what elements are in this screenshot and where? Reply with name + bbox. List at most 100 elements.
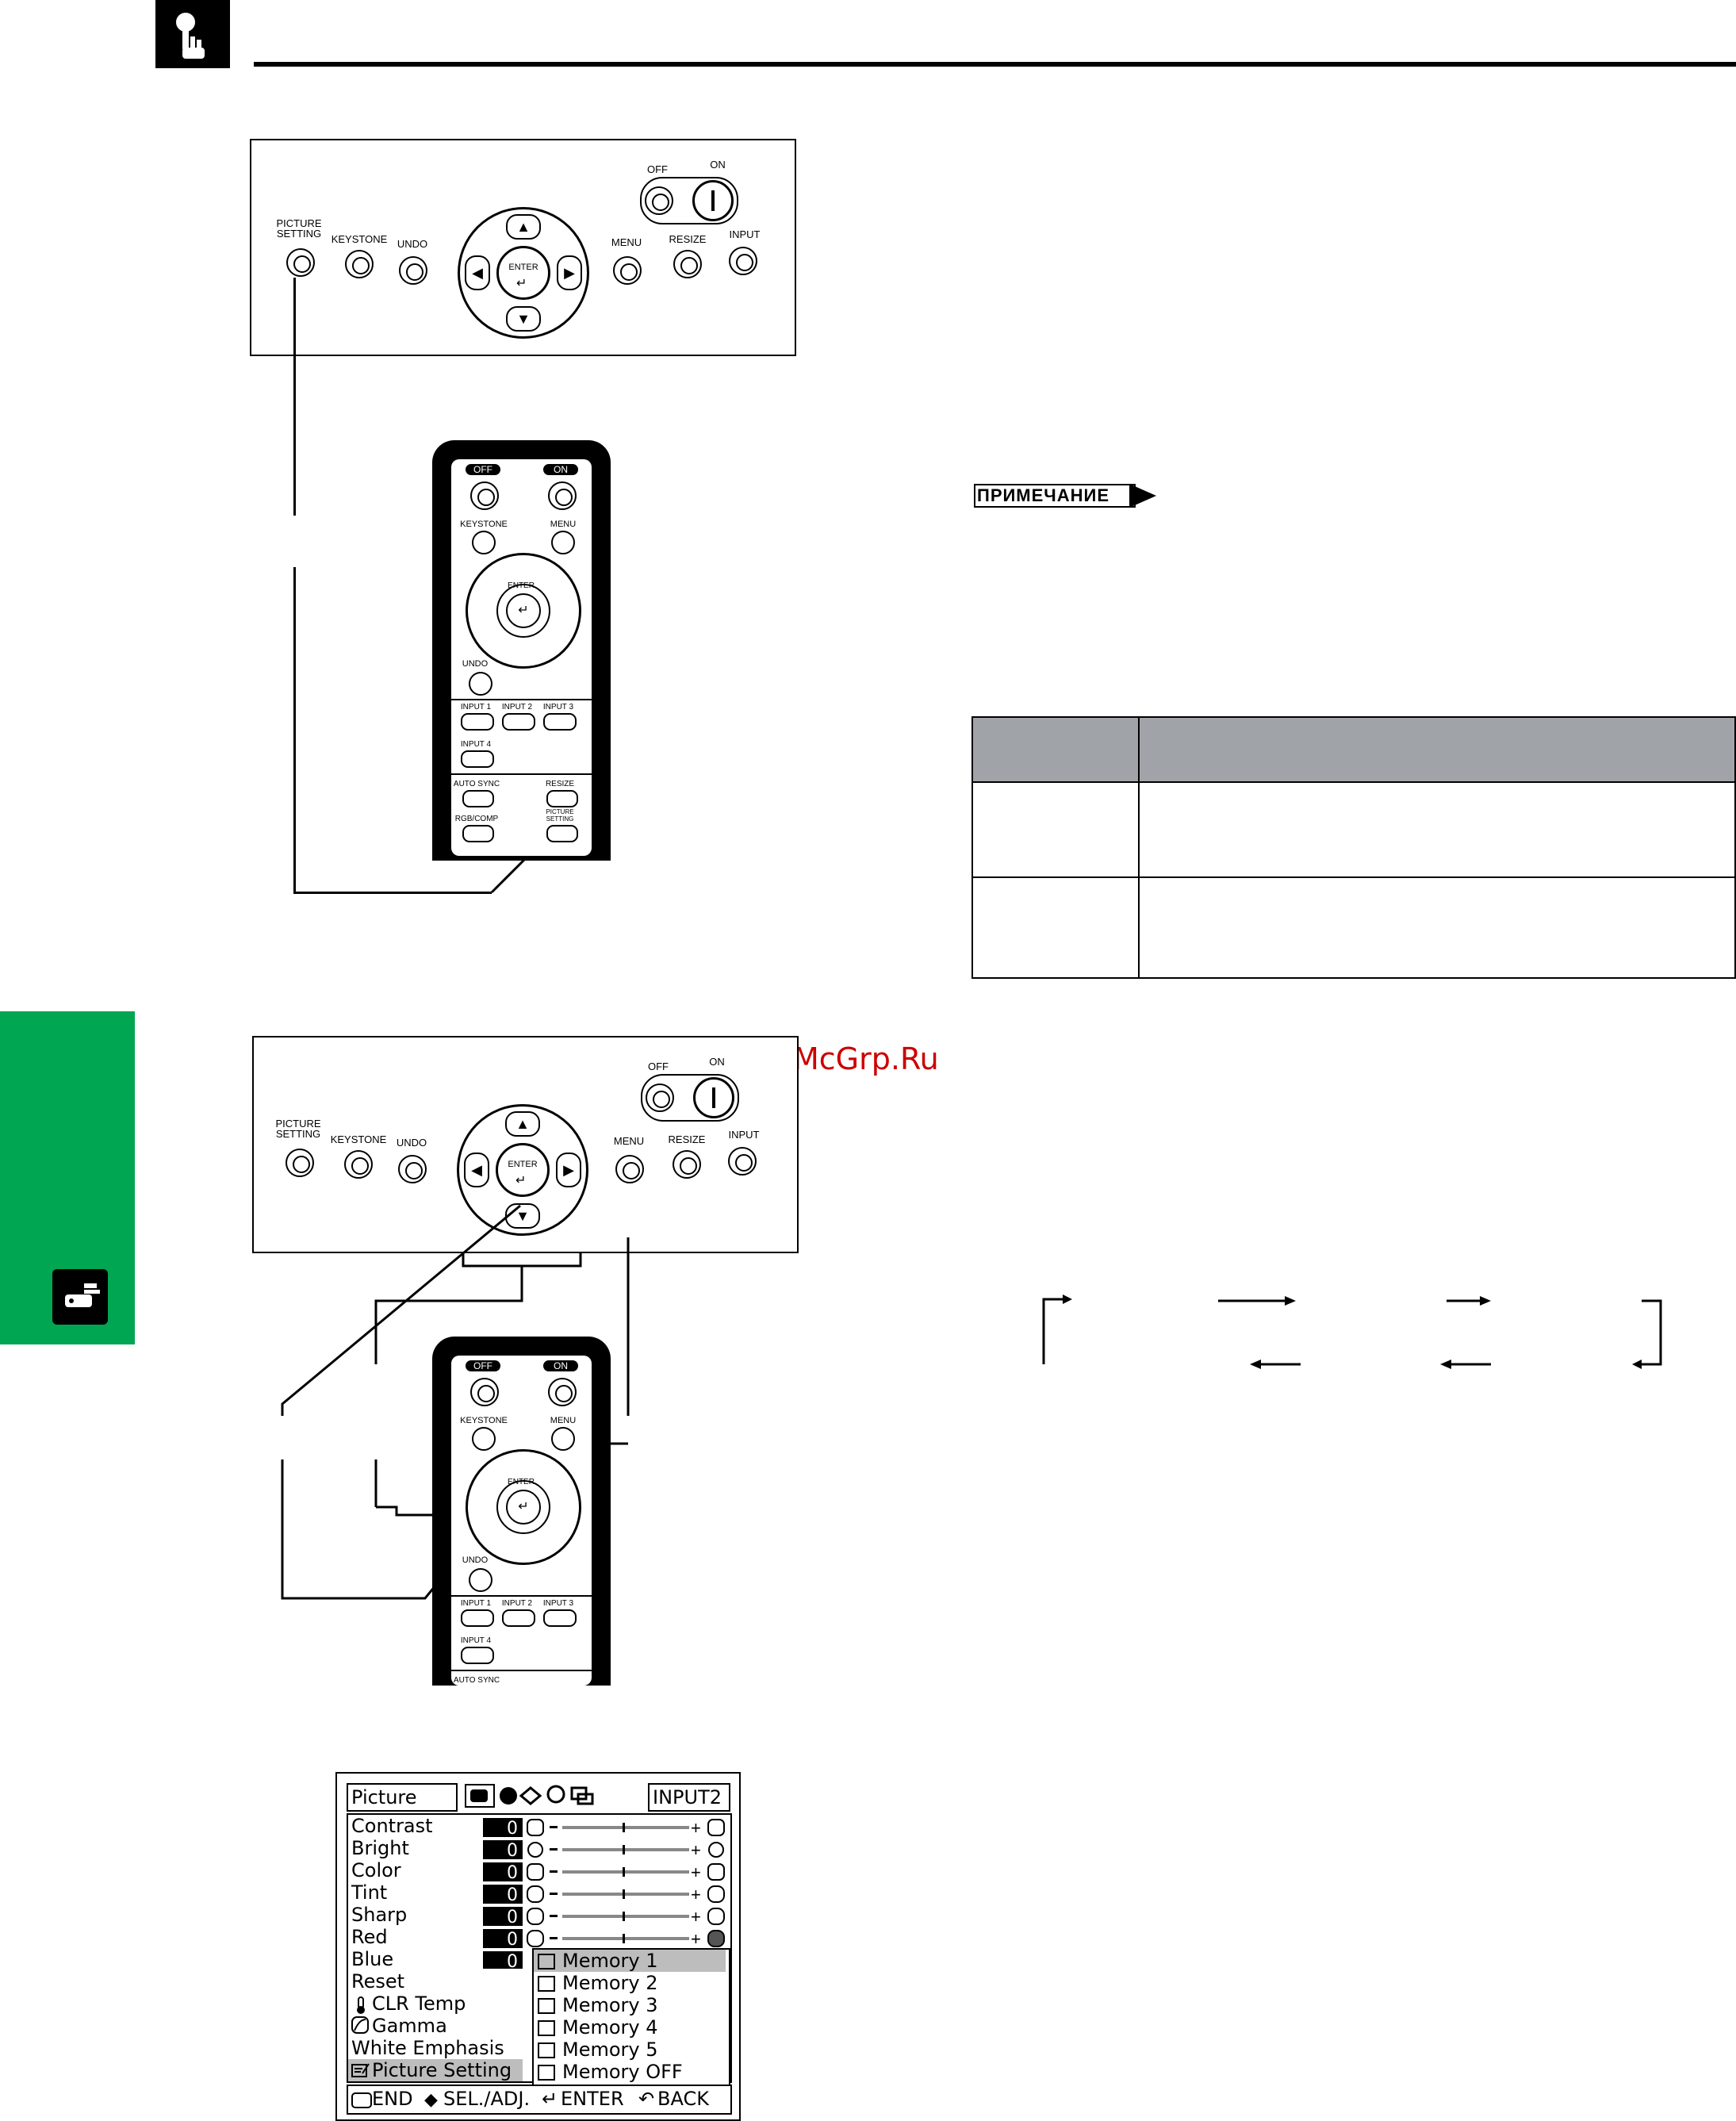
off-button[interactable] xyxy=(645,186,673,215)
osd-row-red[interactable]: Red xyxy=(351,1926,388,1948)
panel-undo-label: UNDO xyxy=(397,238,428,250)
osd-row-blue[interactable]: Blue xyxy=(351,1948,394,1970)
osd-footer-back: BACK xyxy=(657,2088,709,2110)
memory-option-3[interactable]: Memory 3 xyxy=(562,1994,658,2016)
panel2-dpad-left[interactable]: ◀ xyxy=(464,1153,489,1187)
remote2-menu-button[interactable] xyxy=(551,1427,575,1451)
input-button[interactable] xyxy=(729,247,757,275)
remote1-resize-button[interactable] xyxy=(546,790,578,807)
gamma-icon xyxy=(351,2016,369,2034)
panel2-input-button[interactable] xyxy=(728,1147,757,1176)
panel2-picture-setting-label: PICTURE SETTING xyxy=(275,1118,321,1140)
panel2-undo-button[interactable] xyxy=(398,1155,427,1183)
menu-end-icon xyxy=(351,2092,372,2108)
memory-option-1[interactable]: Memory 1 xyxy=(562,1950,658,1972)
thermometer-icon xyxy=(353,1996,369,2015)
enter-button[interactable]: ENTER ↵ xyxy=(496,246,550,300)
projector-panel-top: OFF ON PICTURE SETTING KEYSTONE UNDO ▲ ▼… xyxy=(250,139,796,356)
remote1-menu-button[interactable] xyxy=(551,531,575,554)
remote2-off-label: OFF xyxy=(473,1360,492,1371)
osd-input: INPUT2 xyxy=(653,1786,722,1808)
memory-highlight xyxy=(534,1950,726,1972)
osd-row-gamma[interactable]: Gamma xyxy=(372,2015,447,2037)
panel2-undo-label: UNDO xyxy=(396,1137,427,1149)
panel2-off-label: OFF xyxy=(648,1060,669,1072)
on-button[interactable] xyxy=(692,180,734,221)
menu-button[interactable] xyxy=(613,256,642,285)
remote1-on-button[interactable] xyxy=(548,481,577,510)
header-hand-icon xyxy=(155,0,230,68)
memory-option-5[interactable]: Memory 5 xyxy=(562,2039,658,2061)
osd-row-contrast[interactable]: Contrast xyxy=(351,1815,433,1837)
remote2-keystone-button[interactable] xyxy=(472,1427,496,1451)
remote1-dpad[interactable]: ↵ xyxy=(466,553,581,669)
memory-option-off[interactable]: Memory OFF xyxy=(562,2061,683,2083)
resize-button[interactable] xyxy=(673,250,702,278)
panel2-picture-setting-button[interactable] xyxy=(286,1149,314,1177)
panel2-resize-button[interactable] xyxy=(673,1150,701,1179)
remote1-autosync-button[interactable] xyxy=(462,790,494,807)
panel2-enter-button[interactable]: ENTER ↵ xyxy=(496,1143,550,1197)
remote1-input3-button[interactable] xyxy=(543,713,577,731)
picture-setting-button[interactable] xyxy=(286,248,315,277)
panel-input-label: INPUT xyxy=(729,228,761,240)
osd-row-sharp[interactable]: Sharp xyxy=(351,1904,408,1926)
remote1-rgbcomp-button[interactable] xyxy=(462,825,494,842)
memory-option-4[interactable]: Memory 4 xyxy=(562,2016,658,2039)
remote1-input2-button[interactable] xyxy=(502,713,535,731)
remote2-input1-button[interactable] xyxy=(461,1609,494,1627)
panel2-dpad-right[interactable]: ▶ xyxy=(556,1153,581,1187)
remote2-dpad[interactable]: ↵ xyxy=(466,1449,581,1565)
undo-button[interactable] xyxy=(399,256,427,285)
osd-row-reset[interactable]: Reset xyxy=(351,1970,405,1993)
svg-text:0: 0 xyxy=(507,1908,518,1927)
remote1-off-button[interactable] xyxy=(470,481,499,510)
osd-row-clr-temp[interactable]: CLR Temp xyxy=(372,1993,466,2015)
remote2-off-button[interactable] xyxy=(470,1378,499,1406)
panel2-dpad-down[interactable]: ▼ xyxy=(505,1203,540,1229)
remote2-undo-button[interactable] xyxy=(469,1568,492,1592)
panel2-on-button[interactable] xyxy=(693,1077,734,1118)
remote2-input2-button[interactable] xyxy=(502,1609,535,1627)
dpad-small-icon: ◆ xyxy=(424,2089,438,2109)
info-table xyxy=(971,716,1736,979)
panel-picture-setting-label: PICTURE SETTING xyxy=(276,217,322,240)
panel-off-label: OFF xyxy=(647,163,668,175)
enter-small-icon: ↵ xyxy=(542,2088,558,2110)
panel2-menu-button[interactable] xyxy=(615,1155,644,1183)
osd-footer-sel: SEL./ADJ. xyxy=(443,2088,531,2110)
osd-row-picture-setting[interactable]: Picture Setting xyxy=(372,2059,512,2081)
remote1-picture-setting-label: PICTURE SETTING xyxy=(546,808,574,823)
dpad-up[interactable]: ▲ xyxy=(506,214,541,240)
panel2-keystone-label: KEYSTONE xyxy=(330,1133,387,1145)
remote1-picture-setting-button[interactable] xyxy=(546,825,578,842)
svg-text:0: 0 xyxy=(507,1930,518,1950)
power-switch xyxy=(640,177,738,224)
panel-on-label: ON xyxy=(710,159,726,171)
projector-panel-middle: OFF ON PICTURE SETTING KEYSTONE UNDO ▲ ▼… xyxy=(252,1036,799,1253)
osd-row-bright[interactable]: Bright xyxy=(351,1837,409,1859)
remote2-input4-button[interactable] xyxy=(461,1647,494,1664)
panel2-keystone-button[interactable] xyxy=(344,1150,373,1179)
remote2-undo-label: UNDO xyxy=(462,1555,489,1565)
panel2-off-button[interactable] xyxy=(646,1084,674,1112)
remote1-input1-button[interactable] xyxy=(461,713,494,731)
dpad-left[interactable]: ◀ xyxy=(465,255,490,290)
panel2-dpad-up[interactable]: ▲ xyxy=(505,1111,540,1137)
keystone-button[interactable] xyxy=(345,250,374,278)
osd-row-color[interactable]: Color xyxy=(351,1859,401,1881)
osd-row-tint[interactable]: Tint xyxy=(351,1881,388,1904)
remote1-keystone-button[interactable] xyxy=(472,531,496,554)
remote1-undo-button[interactable] xyxy=(469,672,492,696)
remote2-on-button[interactable] xyxy=(548,1378,577,1406)
remote2-on-label: ON xyxy=(554,1360,568,1371)
remote2-input4-label: INPUT 4 xyxy=(460,1636,492,1645)
dpad-right[interactable]: ▶ xyxy=(557,255,582,290)
picture-setting-icon xyxy=(351,2062,370,2078)
memory-option-2[interactable]: Memory 2 xyxy=(562,1972,658,1994)
remote2-input3-button[interactable] xyxy=(543,1609,577,1627)
osd-row-white-emphasis[interactable]: White Emphasis xyxy=(351,2037,504,2059)
dpad-down[interactable]: ▼ xyxy=(506,306,541,332)
remote1-input4-button[interactable] xyxy=(461,750,494,768)
remote1-input2-label: INPUT 2 xyxy=(501,703,533,711)
